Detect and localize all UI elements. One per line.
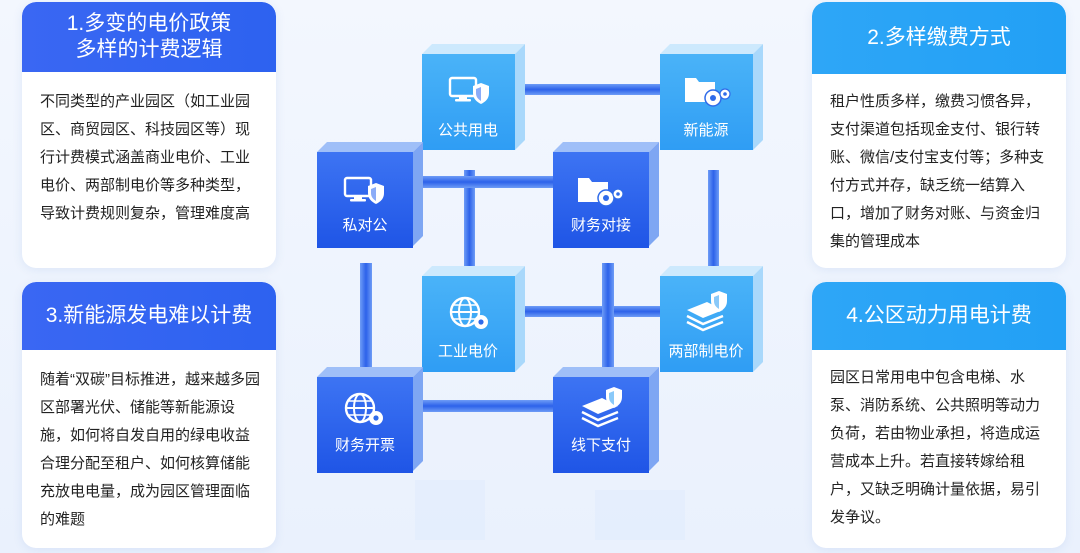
card-body-text: 租户性质多样，缴费习惯各异，支付渠道包括现金支付、银行转账、微信/支付宝支付等；… xyxy=(830,93,1045,250)
cube-private-to-public: 私对公 xyxy=(317,142,423,248)
card-body-text: 园区日常用电中包含电梯、水泵、消防系统、公共照明等动力负荷，若由物业承担，将造成… xyxy=(830,369,1041,526)
card-title: 4.公区动力用电计费 xyxy=(846,304,1032,327)
card-header: 3.新能源发电难以计费 xyxy=(22,282,276,350)
card-body-text: 不同类型的产业园区（如工业园区、商贸园区、科技园区等）现行计费模式涵盖商业电价、… xyxy=(40,93,251,222)
card-header: 4.公区动力用电计费 xyxy=(812,282,1066,350)
node-label: 私对公 xyxy=(342,217,387,234)
card-public-power: 4.公区动力用电计费 园区日常用电中包含电梯、水泵、消防系统、公共照明等动力负荷… xyxy=(812,282,1066,548)
front-connectors xyxy=(360,176,614,412)
card-title-line: 1.多变的电价政策 xyxy=(66,12,232,35)
node-label: 两部制电价 xyxy=(668,343,743,360)
node-label: 工业电价 xyxy=(438,343,498,360)
cube-invoicing: 财务开票 xyxy=(317,367,423,473)
cube-public-power: 公共用电 xyxy=(422,44,525,150)
back-connectors xyxy=(464,84,719,317)
card-title: 2.多样缴费方式 xyxy=(867,26,1011,49)
card-body-text: 随着“双碳”目标推进，越来越多园区部署光伏、储能等新能源设施，如何将自发自用的绿… xyxy=(40,371,260,528)
node-label: 公共用电 xyxy=(438,122,498,139)
card-header: 2.多样缴费方式 xyxy=(812,2,1066,74)
card-title: 3.新能源发电难以计费 xyxy=(45,304,253,327)
node-label: 线下支付 xyxy=(571,437,631,454)
card-pricing-policy: 1.多变的电价政策 多样的计费逻辑 不同类型的产业园区（如工业园区、商贸园区、科… xyxy=(22,2,276,268)
cube-network-diagram: 公共用电 新能源 工业电价 两部制电价 私对公 xyxy=(317,44,763,540)
cube-new-energy: 新能源 xyxy=(660,44,763,150)
cube-finance-integration: 财务对接 xyxy=(553,142,659,248)
node-label: 新能源 xyxy=(683,122,728,139)
card-new-energy: 3.新能源发电难以计费 随着“双碳”目标推进，越来越多园区部署光伏、储能等新能源… xyxy=(22,282,276,548)
cube-offline-payment: 线下支付 xyxy=(553,367,659,473)
node-label: 财务对接 xyxy=(571,217,631,234)
cube-two-part-price: 两部制电价 xyxy=(660,266,763,372)
card-header: 1.多变的电价政策 多样的计费逻辑 xyxy=(22,2,276,72)
cube-industrial-price: 工业电价 xyxy=(422,266,525,372)
background-decoration xyxy=(415,480,685,540)
card-payment-methods: 2.多样缴费方式 租户性质多样，缴费习惯各异，支付渠道包括现金支付、银行转账、微… xyxy=(812,2,1066,268)
card-title-line: 多样的计费逻辑 xyxy=(75,38,223,61)
node-label: 财务开票 xyxy=(335,437,395,454)
